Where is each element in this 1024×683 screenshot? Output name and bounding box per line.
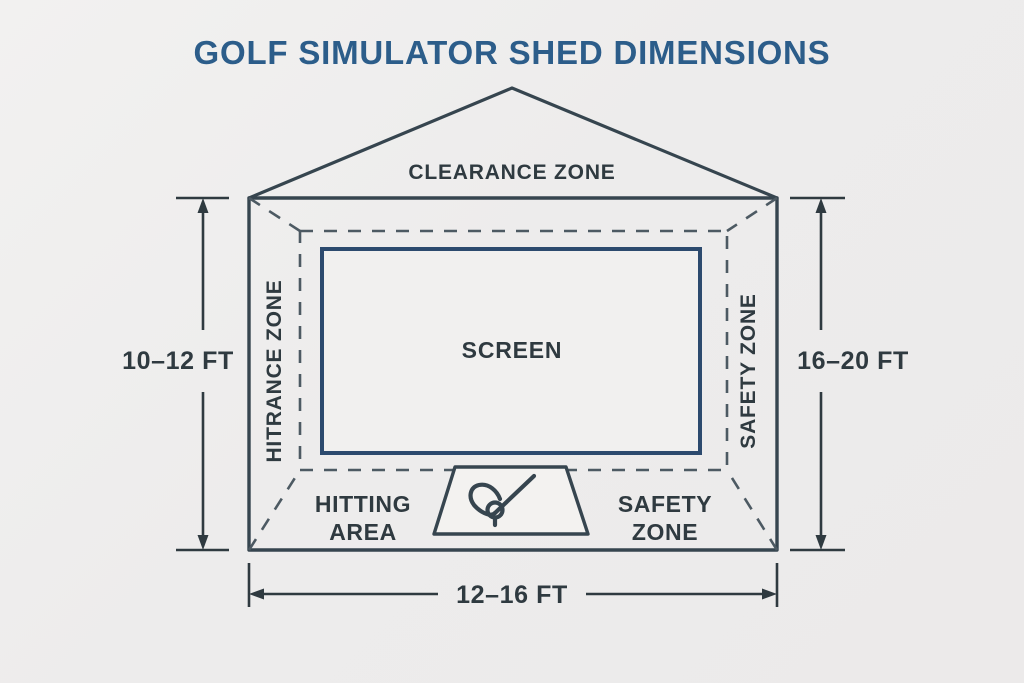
- right-dimension-label: 16–20 FT: [797, 347, 909, 375]
- hitting-area-label-line2: AREA: [329, 519, 397, 545]
- shed-outer-box: [247, 196, 779, 552]
- screen-label: SCREEN: [462, 337, 563, 363]
- safety-zone-bottom-label-line2: ZONE: [632, 519, 698, 545]
- page-title: GOLF SIMULATOR SHED DIMENSIONS: [193, 34, 831, 71]
- left-dimension-line: [176, 196, 229, 552]
- golf-club-icon: [468, 473, 537, 528]
- back-wall-dashed-rect: [298, 229, 729, 472]
- entrance-zone-label: HITRANCE ZONE: [263, 279, 286, 462]
- hitting-area-label-line1: HITTING: [315, 491, 411, 517]
- right-dimension-line: [790, 196, 845, 552]
- screen-rect: [320, 247, 702, 455]
- left-dimension-label: 10–12 FT: [122, 347, 234, 375]
- perspective-lines: [247, 196, 779, 551]
- roof-outline: [247, 86, 779, 200]
- bottom-dimension-line: [247, 563, 779, 607]
- safety-zone-right-label: SAFETY ZONE: [737, 293, 760, 448]
- clearance-zone-label: CLEARANCE ZONE: [408, 161, 615, 184]
- bottom-dimension-label: 12–16 FT: [456, 581, 568, 609]
- safety-zone-bottom-label-line1: SAFETY: [618, 491, 712, 517]
